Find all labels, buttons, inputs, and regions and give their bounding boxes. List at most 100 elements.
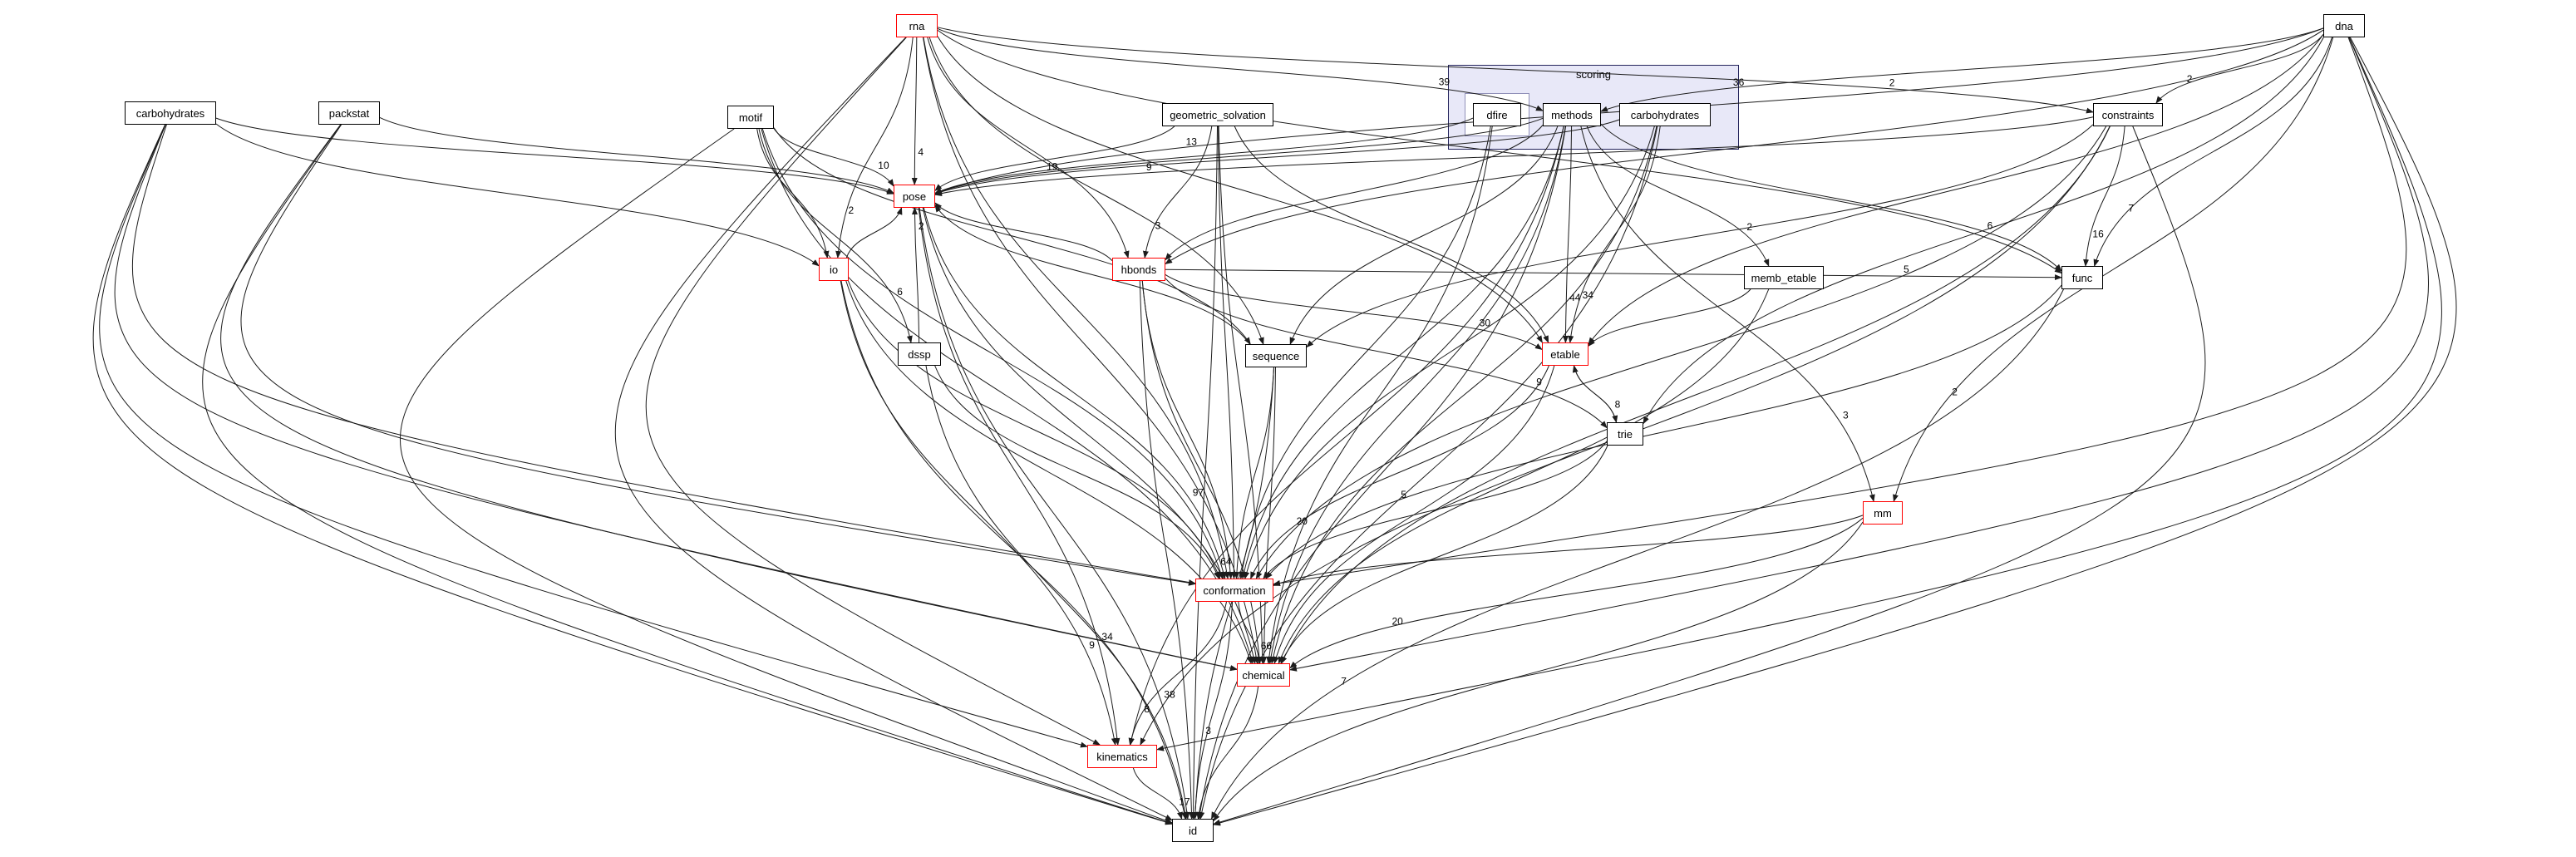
edge-rna-to-etable xyxy=(937,36,1543,343)
edge-io-to-kinematics xyxy=(840,280,1117,746)
edge-constraints-to-id xyxy=(1213,126,2206,825)
edge-count-label: 2 xyxy=(1952,386,1958,397)
edge-count-label: 30 xyxy=(1480,318,1491,329)
edge-dna-to-methods xyxy=(1600,27,2324,112)
edge-rna-to-io xyxy=(835,37,914,259)
edge-carbohydrates_outer-to-conformation xyxy=(131,124,1196,585)
node-carbohydrates_outer[interactable]: carbohydrates xyxy=(125,101,216,125)
edge-packstat-to-conformation xyxy=(240,124,1196,586)
edge-geometric_solvation-to-etable xyxy=(1234,126,1549,343)
edge-hbonds-to-pose xyxy=(934,202,1113,261)
edge-count-label: 3 xyxy=(1155,220,1161,232)
edge-count-label: 13 xyxy=(1186,136,1198,148)
edge-count-label: 2 xyxy=(1889,76,1895,88)
node-carbohydrates_scoring[interactable]: carbohydrates xyxy=(1619,103,1711,126)
edge-dfire-to-conformation xyxy=(1239,126,1491,579)
node-dfire[interactable]: dfire xyxy=(1473,103,1521,126)
node-pose[interactable]: pose xyxy=(894,185,935,208)
edge-trie-to-etable xyxy=(1572,365,1617,423)
edge-carbohydrates_outer-to-chemical xyxy=(114,124,1238,671)
edge-rna-to-pose xyxy=(911,37,918,185)
edge-io-to-id xyxy=(840,280,1187,820)
node-trie[interactable]: trie xyxy=(1607,422,1643,446)
node-dssp[interactable]: dssp xyxy=(898,342,941,366)
node-motif[interactable]: motif xyxy=(727,106,774,129)
edge-dfire-to-chemical xyxy=(1266,126,1493,664)
edge-carbohydrates_scoring-to-pose xyxy=(934,119,1620,195)
edge-trie-to-chemical xyxy=(1280,445,1608,664)
edge-geometric_solvation-to-conformation xyxy=(1218,126,1237,579)
node-hbonds[interactable]: hbonds xyxy=(1112,258,1165,281)
edge-constraints-to-chemical xyxy=(1281,126,2111,664)
node-constraints[interactable]: constraints xyxy=(2093,103,2163,126)
edge-constraints-to-conformation xyxy=(1255,126,2107,579)
edge-kinematics-to-id xyxy=(1132,767,1183,820)
edge-dna-to-conformation xyxy=(1273,37,2407,587)
edge-count-label: 10 xyxy=(878,160,889,171)
node-mm[interactable]: mm xyxy=(1863,501,1903,525)
edge-count-label: 38 xyxy=(1164,688,1175,700)
edge-methods-to-etable xyxy=(1562,126,1573,343)
edge-dssp-to-id xyxy=(925,365,1189,820)
edge-rna-to-func xyxy=(937,29,2062,274)
edge-rna-to-constraints xyxy=(937,27,2094,114)
node-chemical[interactable]: chemical xyxy=(1237,663,1290,687)
node-packstat[interactable]: packstat xyxy=(318,101,380,125)
edge-count-label: 39 xyxy=(1439,76,1451,88)
node-func[interactable]: func xyxy=(2061,266,2103,289)
edge-etable-to-conformation xyxy=(1250,365,1549,579)
edge-methods-to-func xyxy=(1600,123,2062,272)
edge-motif-to-pose xyxy=(773,128,894,187)
edge-dna-to-mm xyxy=(1893,37,2334,502)
edge-count-label: 97 xyxy=(1193,487,1204,499)
edge-count-label: 3 xyxy=(1205,725,1211,736)
edge-carbohydrates_outer-to-id xyxy=(92,124,1173,825)
edge-methods-to-chemical xyxy=(1268,126,1566,664)
edge-count-label: 7 xyxy=(1341,675,1347,687)
edge-motif-to-conformation xyxy=(761,128,1224,579)
edge-methods-to-conformation xyxy=(1241,126,1564,579)
edge-count-label: 34 xyxy=(1583,289,1594,301)
edge-carbohydrates_outer-to-pose xyxy=(215,117,894,195)
node-conformation[interactable]: conformation xyxy=(1195,579,1273,602)
node-etable[interactable]: etable xyxy=(1542,342,1588,366)
edge-motif-to-dssp xyxy=(758,128,913,343)
node-id[interactable]: id xyxy=(1172,819,1214,842)
edge-dfire-to-pose xyxy=(934,117,1474,194)
edge-dna-to-id xyxy=(1213,37,2457,826)
node-dna[interactable]: dna xyxy=(2323,14,2365,37)
edge-rna-to-chemical xyxy=(923,37,1259,664)
edge-memb_etable-to-etable xyxy=(1588,288,1751,347)
edge-carbohydrates_scoring-to-etable xyxy=(1568,126,1661,343)
node-memb_etable[interactable]: memb_etable xyxy=(1744,266,1824,289)
edge-dna-to-constraints xyxy=(2155,34,2324,104)
node-methods[interactable]: methods xyxy=(1543,103,1601,126)
edge-count-label: 8 xyxy=(1144,703,1150,715)
edge-count-label: 2 xyxy=(2187,73,2193,85)
edge-trie-to-conformation xyxy=(1263,441,1608,579)
edge-pose-to-kinematics xyxy=(918,207,1121,746)
node-kinematics[interactable]: kinematics xyxy=(1087,745,1157,768)
edge-dna-to-chemical xyxy=(1289,37,2430,672)
edge-count-label: 20 xyxy=(1297,515,1308,527)
node-sequence[interactable]: sequence xyxy=(1245,344,1307,367)
edge-geometric_solvation-to-pose xyxy=(934,126,1175,191)
edge-dna-to-kinematics xyxy=(1156,37,2442,751)
edge-hbonds-to-id xyxy=(1139,280,1194,820)
scoring-cluster-label: scoring xyxy=(1576,68,1611,81)
edge-packstat-to-chemical xyxy=(220,124,1238,672)
edge-memb_etable-to-chemical xyxy=(1278,288,1770,664)
edge-mm-to-conformation xyxy=(1273,515,1864,586)
node-io[interactable]: io xyxy=(819,258,849,281)
edge-count-label: 66 xyxy=(1261,640,1273,652)
edge-packstat-to-pose xyxy=(379,116,894,194)
node-rna[interactable]: rna xyxy=(896,14,938,37)
edge-hbonds-to-trie xyxy=(1165,278,1608,429)
edge-geometric_solvation-to-id xyxy=(1190,126,1218,820)
edge-carbohydrates_outer-to-io xyxy=(215,123,820,267)
edge-dna-to-func xyxy=(2093,37,2332,267)
edge-count-label: 9 xyxy=(1536,376,1542,387)
node-geometric_solvation[interactable]: geometric_solvation xyxy=(1162,103,1273,126)
